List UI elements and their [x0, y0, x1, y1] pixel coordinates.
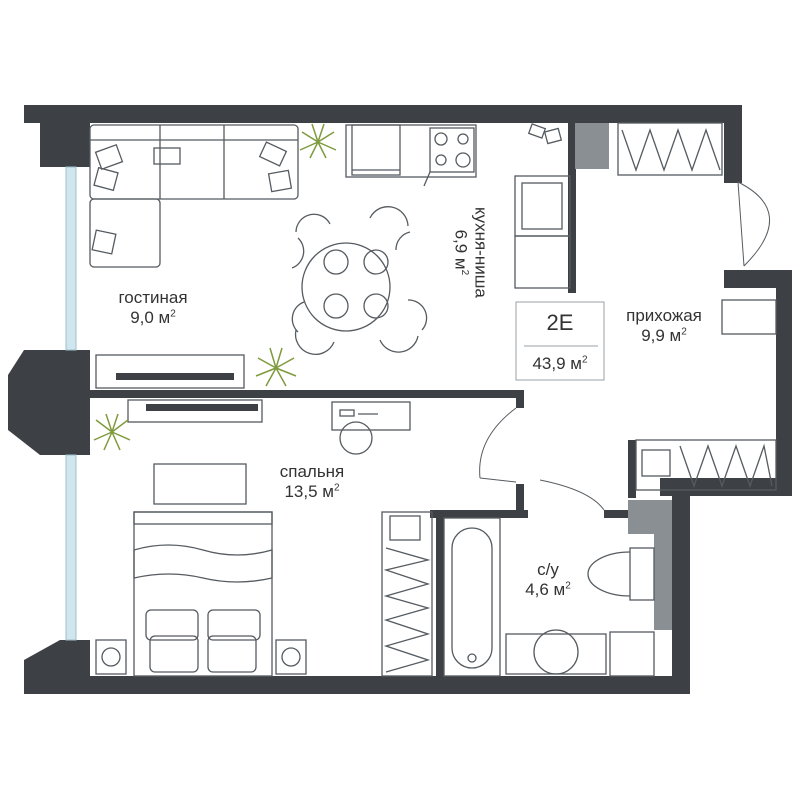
wall-living-bedroom	[90, 390, 524, 398]
wall-right-upper	[724, 105, 742, 183]
wall-bath-shaft2	[654, 534, 672, 630]
wardrobe-bedroom	[381, 511, 433, 677]
hall-name: прихожая	[626, 306, 702, 325]
plants	[93, 123, 337, 451]
label-hall: прихожая 9,9 м2	[610, 306, 718, 347]
wall-bath-top	[430, 510, 528, 518]
wall-bedroom-bath-v	[436, 510, 444, 676]
sofa	[89, 124, 299, 268]
wardrobe-hall-top	[617, 122, 723, 176]
hall-bench	[721, 299, 777, 335]
apartment-code: 2E	[546, 310, 574, 335]
apartment-total-area: 43,9 м2	[532, 354, 588, 373]
wall-bedroom-stub	[516, 390, 524, 408]
wall-right-lower	[672, 478, 690, 694]
kitchen-area: 6,9 м2	[451, 229, 470, 276]
tv-stand-bedroom	[127, 399, 263, 423]
living-area: 9,0 м2	[130, 308, 176, 328]
wall-hall-top	[568, 123, 576, 293]
dining-set	[291, 206, 428, 355]
wardrobe-hall-lower	[635, 439, 777, 491]
kitchen-units	[345, 123, 571, 289]
label-kitchen: кухня-ниша 6,9 м2	[450, 190, 491, 314]
wall-shaft	[575, 123, 609, 169]
doors	[479, 181, 770, 511]
plant-1	[299, 123, 337, 159]
label-bedroom: спальня 13,5 м2	[262, 462, 362, 503]
walls	[8, 105, 792, 694]
wall-left-pier	[8, 350, 90, 455]
sink	[505, 629, 655, 677]
window-bedroom	[65, 454, 77, 641]
furniture	[89, 122, 777, 677]
bed	[95, 463, 307, 677]
wall-top	[24, 105, 742, 123]
kitchen-name: кухня-ниша	[471, 206, 491, 298]
apartment-box	[515, 301, 605, 381]
wall-bath-shaft	[628, 500, 672, 534]
wall-bath-stub	[516, 484, 524, 518]
label-bathroom: с/у 4,6 м2	[506, 560, 590, 601]
bathroom-name: с/у	[537, 560, 559, 579]
wall-hall-lower	[628, 440, 636, 498]
window-living	[65, 166, 77, 351]
wall-bottom-left	[24, 640, 90, 676]
wall-bottom	[24, 676, 690, 694]
toilet	[587, 547, 655, 601]
plant-2	[255, 347, 297, 387]
plant-3	[93, 413, 131, 451]
living-name: гостиная	[118, 288, 188, 307]
windows	[65, 166, 77, 641]
wall-right-mid-v	[776, 270, 792, 496]
desk	[331, 401, 411, 455]
bathtub	[443, 517, 501, 677]
hall-area: 9,9 м2	[641, 326, 687, 346]
label-living: гостиная 9,0 м2	[98, 288, 208, 329]
bathroom-area: 4,6 м2	[525, 580, 571, 600]
bedroom-name: спальня	[279, 462, 345, 481]
bedroom-area: 13,5 м2	[284, 482, 340, 502]
wall-top-left	[40, 105, 90, 167]
tv-stand-living	[95, 354, 245, 389]
wall-right-mid	[724, 270, 792, 288]
